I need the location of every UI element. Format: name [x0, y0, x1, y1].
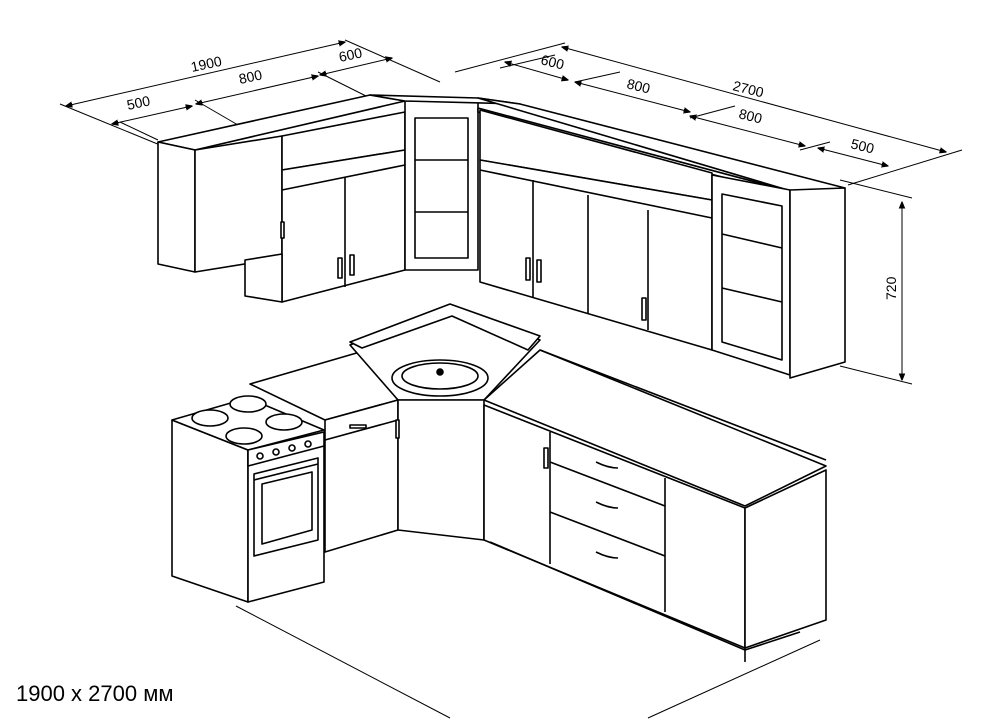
ext-left-800 [194, 99, 239, 126]
handle-upper-right-3 [641, 297, 647, 321]
floor-line-left [235, 605, 451, 719]
dim-left-500 [112, 106, 192, 124]
handle-upper-left-3 [280, 221, 285, 239]
upper-right-shelf-line [479, 169, 713, 219]
handle-upper-right-2 [536, 259, 542, 283]
label-left-800: 800 [237, 66, 263, 87]
handle-drawer-2 [595, 501, 619, 509]
handle-upper-right-1 [525, 257, 531, 281]
label-right-600: 600 [539, 51, 566, 72]
stove-side [171, 419, 249, 603]
dim-right-800b [690, 116, 805, 146]
floor-lines [235, 605, 821, 719]
base-right-end [744, 469, 827, 649]
knob-4 [304, 440, 312, 448]
dim-left-1900 [66, 42, 345, 106]
upper-right-glass [721, 193, 783, 361]
upper-left-doors-block [281, 149, 406, 303]
label-height-720: 720 [883, 276, 899, 300]
countertop-corner-rim [349, 303, 541, 351]
dimension-labels: 1900 500 800 600 600 800 2700 800 500 72… [125, 44, 899, 300]
dim-right-800a [575, 82, 690, 112]
ext-vert-bottom [839, 365, 913, 385]
knob-2 [272, 448, 280, 456]
upper-right-end-side [789, 187, 846, 379]
drawer-line-2 [549, 511, 666, 557]
ext-left-outer [59, 103, 161, 146]
upper-left-shelf-line [281, 164, 406, 191]
base-left-drawer-line [324, 419, 399, 441]
dim-right-2700 [562, 47, 946, 152]
ext-left-600a [317, 71, 371, 99]
drawer-line-1 [549, 461, 666, 507]
oven-handle [253, 463, 319, 481]
ext-right-corner [454, 42, 566, 73]
sink-drain [436, 368, 444, 376]
dim-left-800 [196, 76, 318, 104]
burner-2 [229, 395, 267, 413]
ext-right-end [847, 149, 963, 186]
size-caption: 1900 x 2700 мм [16, 681, 174, 706]
label-right-800a: 800 [625, 75, 652, 96]
ext-vert-top [839, 179, 913, 199]
burner-1 [191, 409, 229, 427]
dim-right-500 [818, 148, 888, 166]
label-1900: 1900 [189, 53, 223, 75]
label-left-500: 500 [125, 92, 151, 113]
label-left-600: 600 [337, 44, 363, 65]
base-corner-cabinet [397, 399, 485, 541]
handle-drawer-1 [595, 461, 619, 469]
label-right-2700: 2700 [731, 77, 765, 100]
handle-upper-left-1 [337, 257, 343, 279]
knob-1 [256, 452, 264, 460]
dim-left-600 [320, 58, 392, 75]
upper-left-door-1 [194, 135, 283, 273]
upper-left-lower-side [244, 253, 283, 303]
dimension-lines [59, 39, 963, 385]
backsplash-line [539, 349, 827, 461]
stove-control-panel [247, 431, 325, 467]
ext-right-800b [689, 105, 736, 119]
right-shelf-2 [721, 287, 783, 303]
label-right-800b: 800 [737, 105, 764, 126]
upper-cabinets [157, 94, 846, 379]
knob-3 [288, 444, 296, 452]
handle-base-corner [395, 419, 400, 439]
handle-drawer-3 [595, 551, 619, 559]
countertop-right [483, 349, 827, 507]
oven-window [261, 471, 313, 545]
handle-base-right-door [543, 447, 549, 469]
right-shelf-1 [721, 233, 783, 249]
handle-base-left-drawer [349, 424, 367, 429]
ext-right-800a [574, 71, 621, 83]
base-cabinets [171, 303, 827, 662]
sink-inner [401, 362, 479, 390]
label-right-500: 500 [849, 135, 876, 156]
handle-upper-left-2 [349, 254, 355, 276]
burner-4 [265, 413, 303, 431]
upper-corner-glass [414, 117, 469, 259]
burner-3 [225, 427, 263, 445]
dim-right-600 [505, 62, 568, 80]
floor-line-right [647, 639, 821, 719]
upper-left-side [157, 141, 196, 273]
